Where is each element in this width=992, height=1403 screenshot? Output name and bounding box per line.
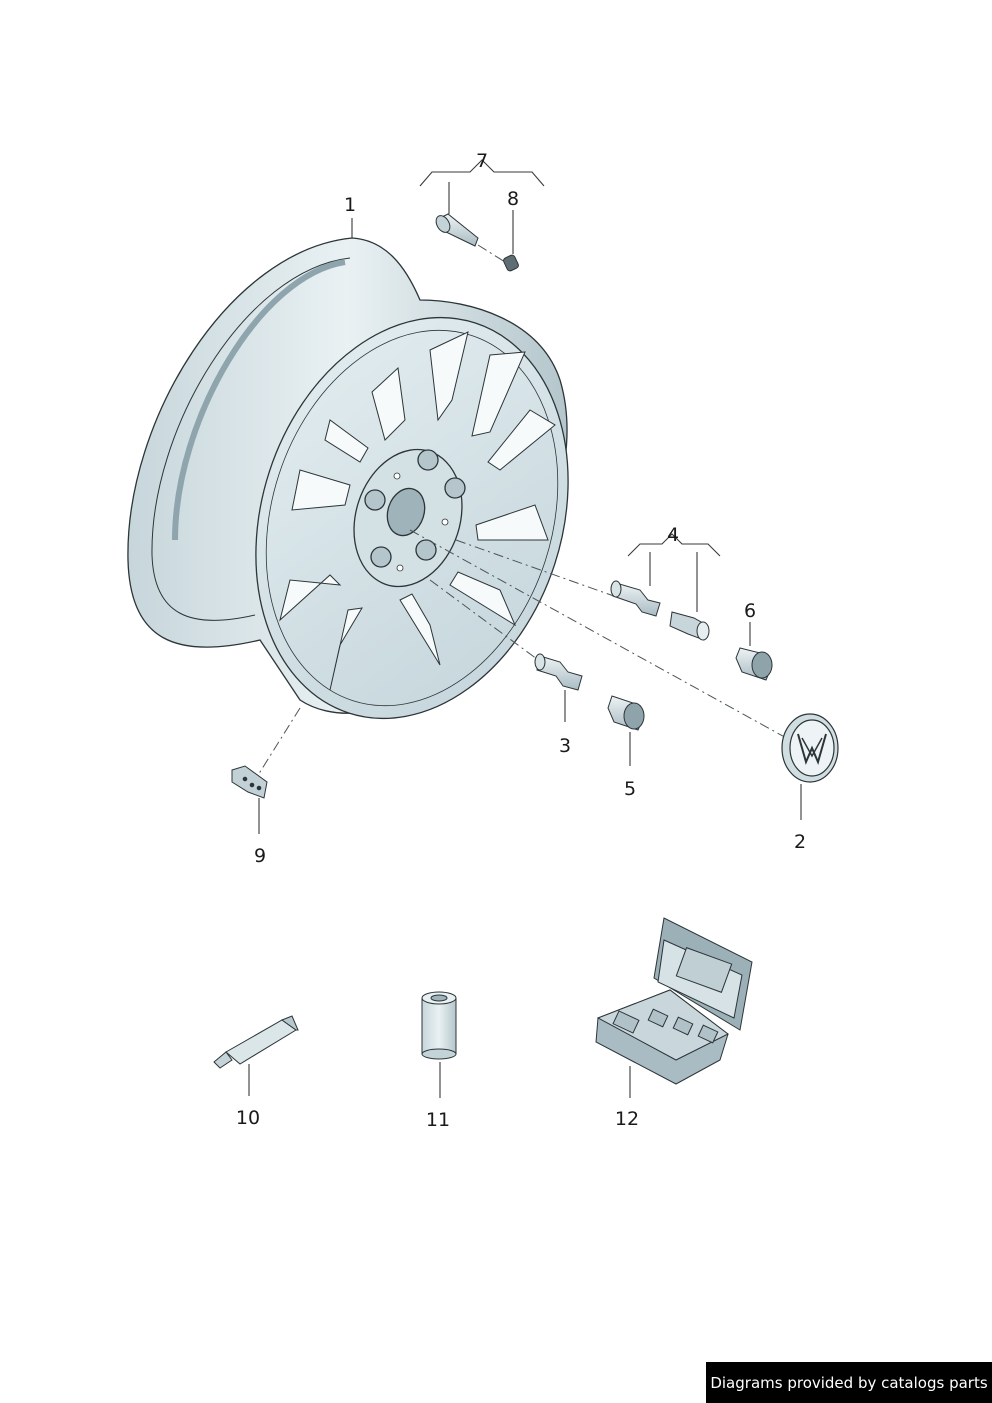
balance-weight [231,765,268,799]
callout-9: 9 [253,845,267,867]
hub-cap [781,713,839,783]
callout-7: 7 [475,150,489,172]
callout-10: 10 [235,1107,261,1129]
callout-6: 6 [743,600,757,622]
callout-8: 8 [506,188,520,210]
callout-1: 1 [343,194,357,216]
tire-valve [435,213,479,247]
bolt-cap [607,695,645,731]
callout-5: 5 [623,778,637,800]
bolt-cap-lock [735,647,773,681]
callout-12: 12 [614,1108,640,1130]
assembly-lines [254,244,791,781]
alloy-wheel [127,237,569,720]
locking-bolt-adapter [669,611,710,641]
callout-3: 3 [558,735,572,757]
leader-lines [248,159,802,1098]
paste-tube [213,1015,299,1069]
locking-bolt [610,580,661,617]
callout-11: 11 [425,1109,451,1131]
tool-case [595,917,753,1085]
callout-4: 4 [666,524,680,546]
credit-banner: Diagrams provided by catalogs parts [706,1362,992,1403]
cylinder-can [421,991,457,1060]
callout-2: 2 [793,831,807,853]
valve-cap [503,254,519,272]
wheel-bolt [534,653,583,691]
